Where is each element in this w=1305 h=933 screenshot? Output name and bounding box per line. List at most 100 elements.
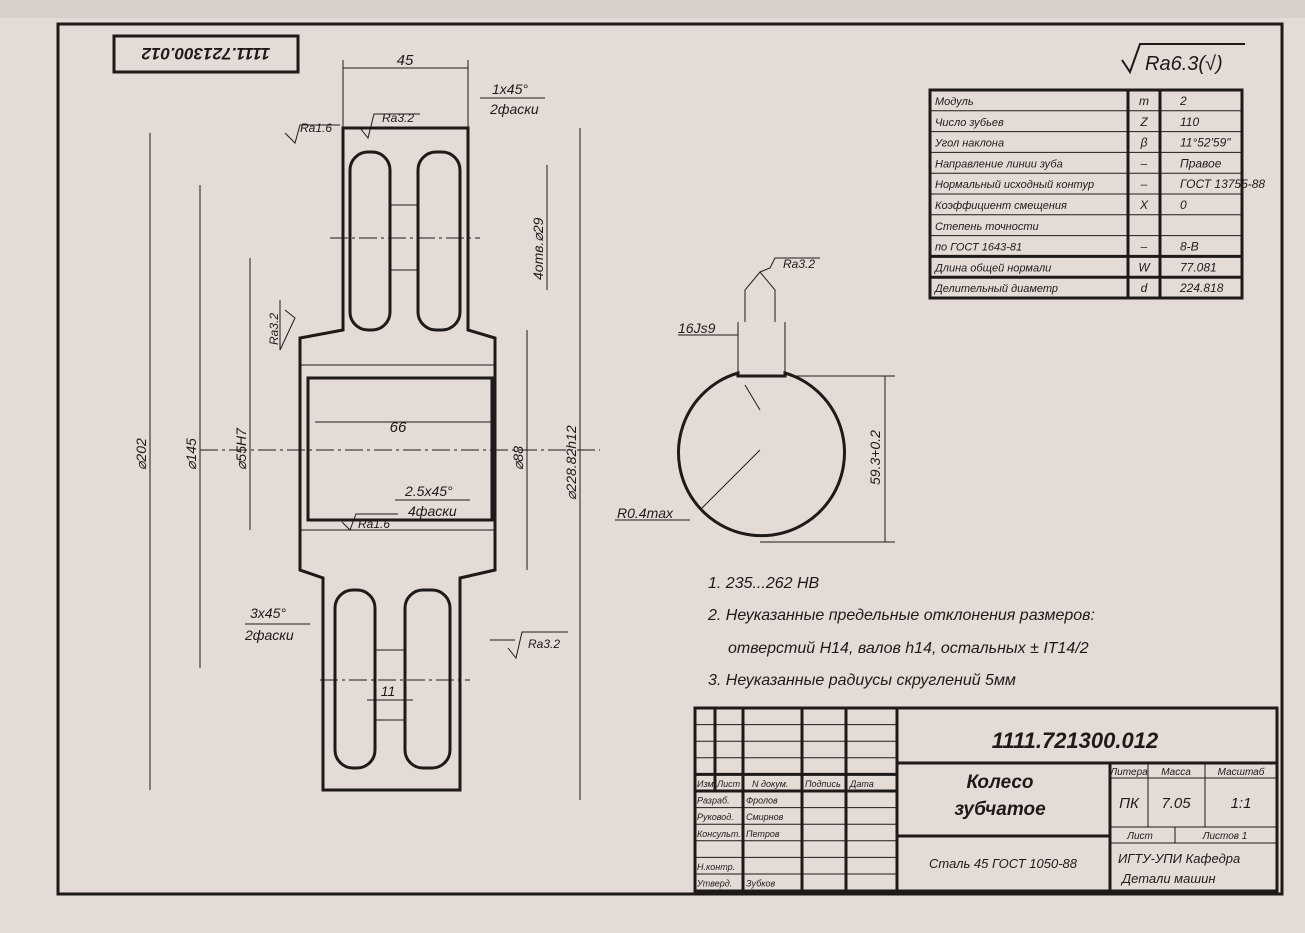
dim-holes: 4отв.⌀29 <box>530 217 546 280</box>
key-depth: 59.3+0.2 <box>867 430 883 485</box>
param-symbol: – <box>1140 156 1148 170</box>
param-value: 224.818 <box>1179 281 1224 295</box>
sheet-label: Лист <box>1126 831 1153 842</box>
param-row: Угол наклона β 11°52'59" <box>934 136 1231 150</box>
note-2: 2. Неуказанные предельные отклонения раз… <box>707 607 1095 624</box>
param-name: по ГОСТ 1643-81 <box>935 242 1022 254</box>
param-name: Степень точности <box>935 221 1039 233</box>
dim-d-bore: ⌀55H7 <box>233 427 249 470</box>
role-label: Разраб. <box>697 796 730 806</box>
param-name: Угол наклона <box>934 138 1004 150</box>
roughness-label: Ra6.3(√) <box>1145 53 1223 75</box>
drawing-frame <box>56 22 1284 896</box>
role-name: Зубков <box>746 879 776 889</box>
dim-d-tip: ⌀228.82h12 <box>563 425 579 500</box>
param-row: Нормальный исходный контур–ГОСТ 13755-88 <box>935 177 1265 191</box>
ra-rim-top: Ra3.2 <box>382 111 414 125</box>
sheets-label: Листов 1 <box>1202 831 1248 842</box>
dim-d-202: ⌀202 <box>133 438 149 470</box>
keyway-view: Ra3.2 16Js9 R0.4max 59.3+0.2 <box>615 257 895 543</box>
title-name-1: Колесо <box>966 772 1033 793</box>
param-row: по ГОСТ 1643-81 – 8-B <box>935 240 1199 254</box>
litera-value: ПК <box>1119 795 1140 812</box>
param-value: ГОСТ 13755-88 <box>1180 177 1265 191</box>
param-row: Делительный диаметр d 224.818 <box>933 281 1224 295</box>
litera-label: Литера <box>1109 767 1148 778</box>
dim-hub-length: 66 <box>390 419 407 436</box>
param-value: 77.081 <box>1180 260 1217 274</box>
gear-section-view: 45 1x45° 2фаски Ra1.6 Ra3.2 4отв.⌀29 Ra3… <box>133 52 600 800</box>
param-value: 0 <box>1180 198 1187 212</box>
ra-side: Ra3.2 <box>528 637 560 651</box>
key-width: 16Js9 <box>678 320 716 336</box>
note-1: 1. 235...262 HB <box>708 575 820 592</box>
note-2-cont: отверстий H14, валов h14, остальных ± IT… <box>728 640 1089 657</box>
mass-value: 7.05 <box>1161 795 1191 812</box>
param-symbol: – <box>1140 240 1148 254</box>
note-3: 3. Неуказанные радиусы скруглений 5мм <box>708 672 1016 689</box>
param-value: 8-B <box>1180 240 1199 254</box>
param-name: Модуль <box>935 96 974 108</box>
param-value: 11°52'59" <box>1180 136 1231 150</box>
dim-chamfer-top-count: 2фаски <box>489 101 539 117</box>
header-izm: Изм <box>697 779 714 789</box>
dim-width: 45 <box>397 52 414 69</box>
param-row: Длина общей нормали W 77.081 <box>933 260 1217 274</box>
param-name: Коэффициент смещения <box>935 200 1067 212</box>
dim-chamfer-bore-count: 4фаски <box>408 503 457 519</box>
corner-stamp: 1111.721300.012 <box>112 34 300 74</box>
dim-chamfer-top: 1x45° <box>492 81 528 97</box>
ra-hub: Ra3.2 <box>267 313 281 345</box>
param-name: Длина общей нормали <box>933 262 1051 274</box>
param-symbol: W <box>1138 260 1151 274</box>
param-symbol: X <box>1139 198 1149 212</box>
role-label: Консульт. <box>697 829 741 839</box>
ra-rim-left: Ra1.6 <box>300 121 332 135</box>
role-label: Руковод. <box>697 812 734 822</box>
mass-label: Масса <box>1161 767 1191 778</box>
org-line-2: Детали машин <box>1120 871 1216 886</box>
param-value: Правое <box>1180 156 1222 170</box>
param-name: Нормальный исходный контур <box>935 179 1094 191</box>
dim-d-145: ⌀145 <box>183 438 199 470</box>
param-row: Коэффициент смещения X 0 <box>935 198 1187 212</box>
role-name: Фролов <box>746 796 778 806</box>
paper-edge <box>0 0 1305 18</box>
title-code: 1111.721300.012 <box>992 728 1159 753</box>
role-label: Н.контр. <box>697 862 735 872</box>
param-row: Направление линии зуба–Правое <box>935 156 1222 170</box>
general-roughness: Ra6.3(√) <box>1121 43 1245 75</box>
title-name-2: зубчатое <box>954 799 1046 820</box>
dim-chamfer-rim: 3x45° <box>250 605 286 621</box>
technical-notes: 1. 235...262 HB 2. Неуказанные предельны… <box>707 575 1095 689</box>
param-symbol: β <box>1140 136 1148 150</box>
dim-chamfer-bore: 2.5x45° <box>404 483 453 499</box>
header-list: Лист <box>716 779 741 789</box>
param-symbol: Z <box>1139 115 1148 129</box>
param-name: Делительный диаметр <box>933 283 1058 295</box>
ra-bore: Ra1.6 <box>358 517 390 531</box>
role-label: Утверд. <box>696 879 732 889</box>
org-line-1: ИГТУ-УПИ Кафедра <box>1118 851 1240 866</box>
header-doc: N докум. <box>752 779 788 789</box>
stamp-code: 1111.721300.012 <box>141 44 270 63</box>
param-value: 110 <box>1180 115 1199 129</box>
scale-label: Масштаб <box>1218 766 1265 778</box>
title-material: Сталь 45 ГОСТ 1050-88 <box>929 856 1078 871</box>
header-date: Дата <box>849 779 874 789</box>
header-sign: Подпись <box>805 779 841 789</box>
role-name: Петров <box>746 829 780 839</box>
param-row: Модуль m 2 <box>935 94 1187 108</box>
role-name: Смирнов <box>746 812 784 822</box>
param-value: 2 <box>1179 94 1187 108</box>
scale-value: 1:1 <box>1231 795 1252 812</box>
dim-d-hub: ⌀88 <box>510 446 526 470</box>
param-symbol: d <box>1141 281 1148 295</box>
dim-web-thickness: 11 <box>381 683 396 699</box>
param-symbol: m <box>1139 94 1149 108</box>
